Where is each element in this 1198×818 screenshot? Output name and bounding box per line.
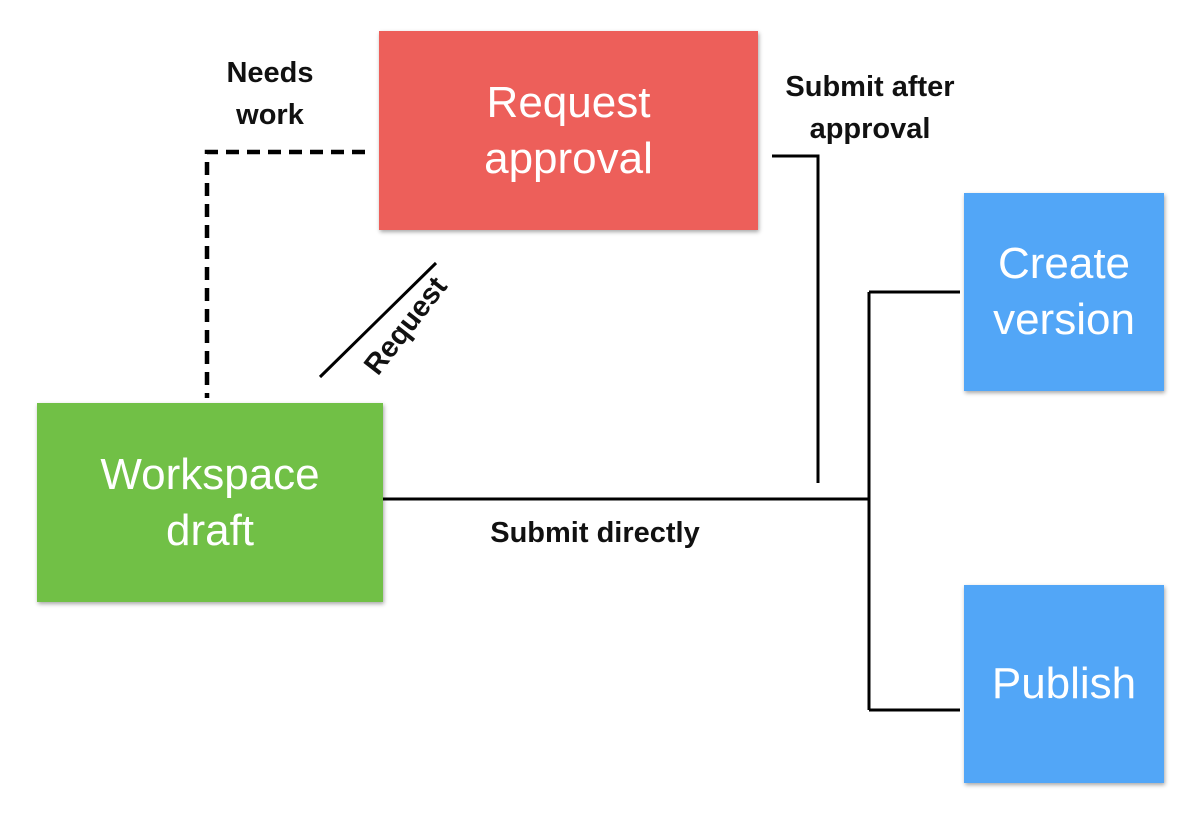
submit-after-approval-connector — [772, 154, 820, 483]
create-version-node: Create version — [964, 193, 1164, 391]
request-connector — [318, 261, 438, 379]
workspace-draft-node: Workspace draft — [37, 403, 383, 602]
needs-work-label: Needs work — [226, 57, 314, 131]
request-approval-node: Request approval — [379, 31, 758, 230]
publish-node: Publish — [964, 585, 1164, 783]
needs-work-connector — [204, 149, 365, 398]
submit-after-approval-label: Submit after approval — [785, 71, 955, 145]
submit-directly-label: Submit directly — [490, 517, 700, 549]
